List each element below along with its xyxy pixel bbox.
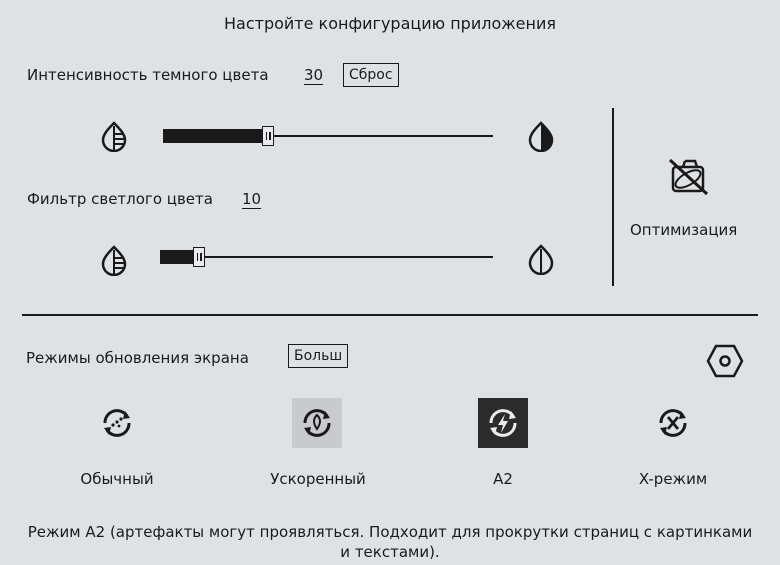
vertical-divider <box>612 108 614 286</box>
a2-refresh-icon[interactable] <box>478 398 528 448</box>
light-filter-label: Фильтр светлого цвета <box>27 190 213 208</box>
light-slider-track <box>160 256 493 258</box>
dark-intensity-value: 30 <box>304 66 324 84</box>
reset-button[interactable]: Сброс <box>343 63 399 87</box>
page-title: Настройте конфигурацию приложения <box>224 14 556 33</box>
mode-description-line1: Режим A2 (артефакты могут проявляться. П… <box>27 523 753 541</box>
mode-fast-label[interactable]: Ускоренный <box>270 470 366 488</box>
mode-normal-label[interactable]: Обычный <box>80 470 154 488</box>
mode-fast[interactable] <box>292 398 342 448</box>
dark-slider-thumb[interactable] <box>262 126 274 146</box>
light-low-icon[interactable] <box>98 244 130 277</box>
light-slider-fill <box>160 250 193 264</box>
light-filter-slider[interactable] <box>160 247 493 267</box>
contrast-low-icon[interactable] <box>98 120 130 153</box>
refresh-modes-label: Режимы обновления экрана <box>26 349 249 367</box>
light-high-icon[interactable] <box>525 243 557 276</box>
light-slider-thumb[interactable] <box>193 247 205 267</box>
mode-a2-label[interactable]: A2 <box>493 470 513 488</box>
no-optimize-icon[interactable] <box>667 157 713 197</box>
mode-description: Режим A2 (артефакты могут проявляться. П… <box>0 522 780 562</box>
mode-x[interactable] <box>648 398 698 448</box>
hexagon-settings-icon[interactable] <box>706 343 744 379</box>
dark-intensity-slider[interactable] <box>163 126 493 146</box>
dark-slider-fill <box>163 129 262 143</box>
dark-slider-track <box>163 135 493 137</box>
x-mode-icon[interactable] <box>648 398 698 448</box>
mode-x-label[interactable]: X-режим <box>638 470 708 488</box>
normal-refresh-icon[interactable] <box>92 398 142 448</box>
horizontal-divider <box>22 314 758 316</box>
mode-a2[interactable] <box>478 398 528 448</box>
fast-refresh-icon[interactable] <box>292 398 342 448</box>
optimize-label[interactable]: Оптимизация <box>630 221 738 239</box>
more-button[interactable]: Больш <box>288 344 349 368</box>
contrast-high-icon[interactable] <box>525 120 557 153</box>
dark-intensity-label: Интенсивность темного цвета <box>27 66 269 84</box>
light-filter-value: 10 <box>242 190 262 208</box>
mode-description-line2: и текстами). <box>340 543 440 561</box>
mode-normal[interactable] <box>92 398 142 448</box>
